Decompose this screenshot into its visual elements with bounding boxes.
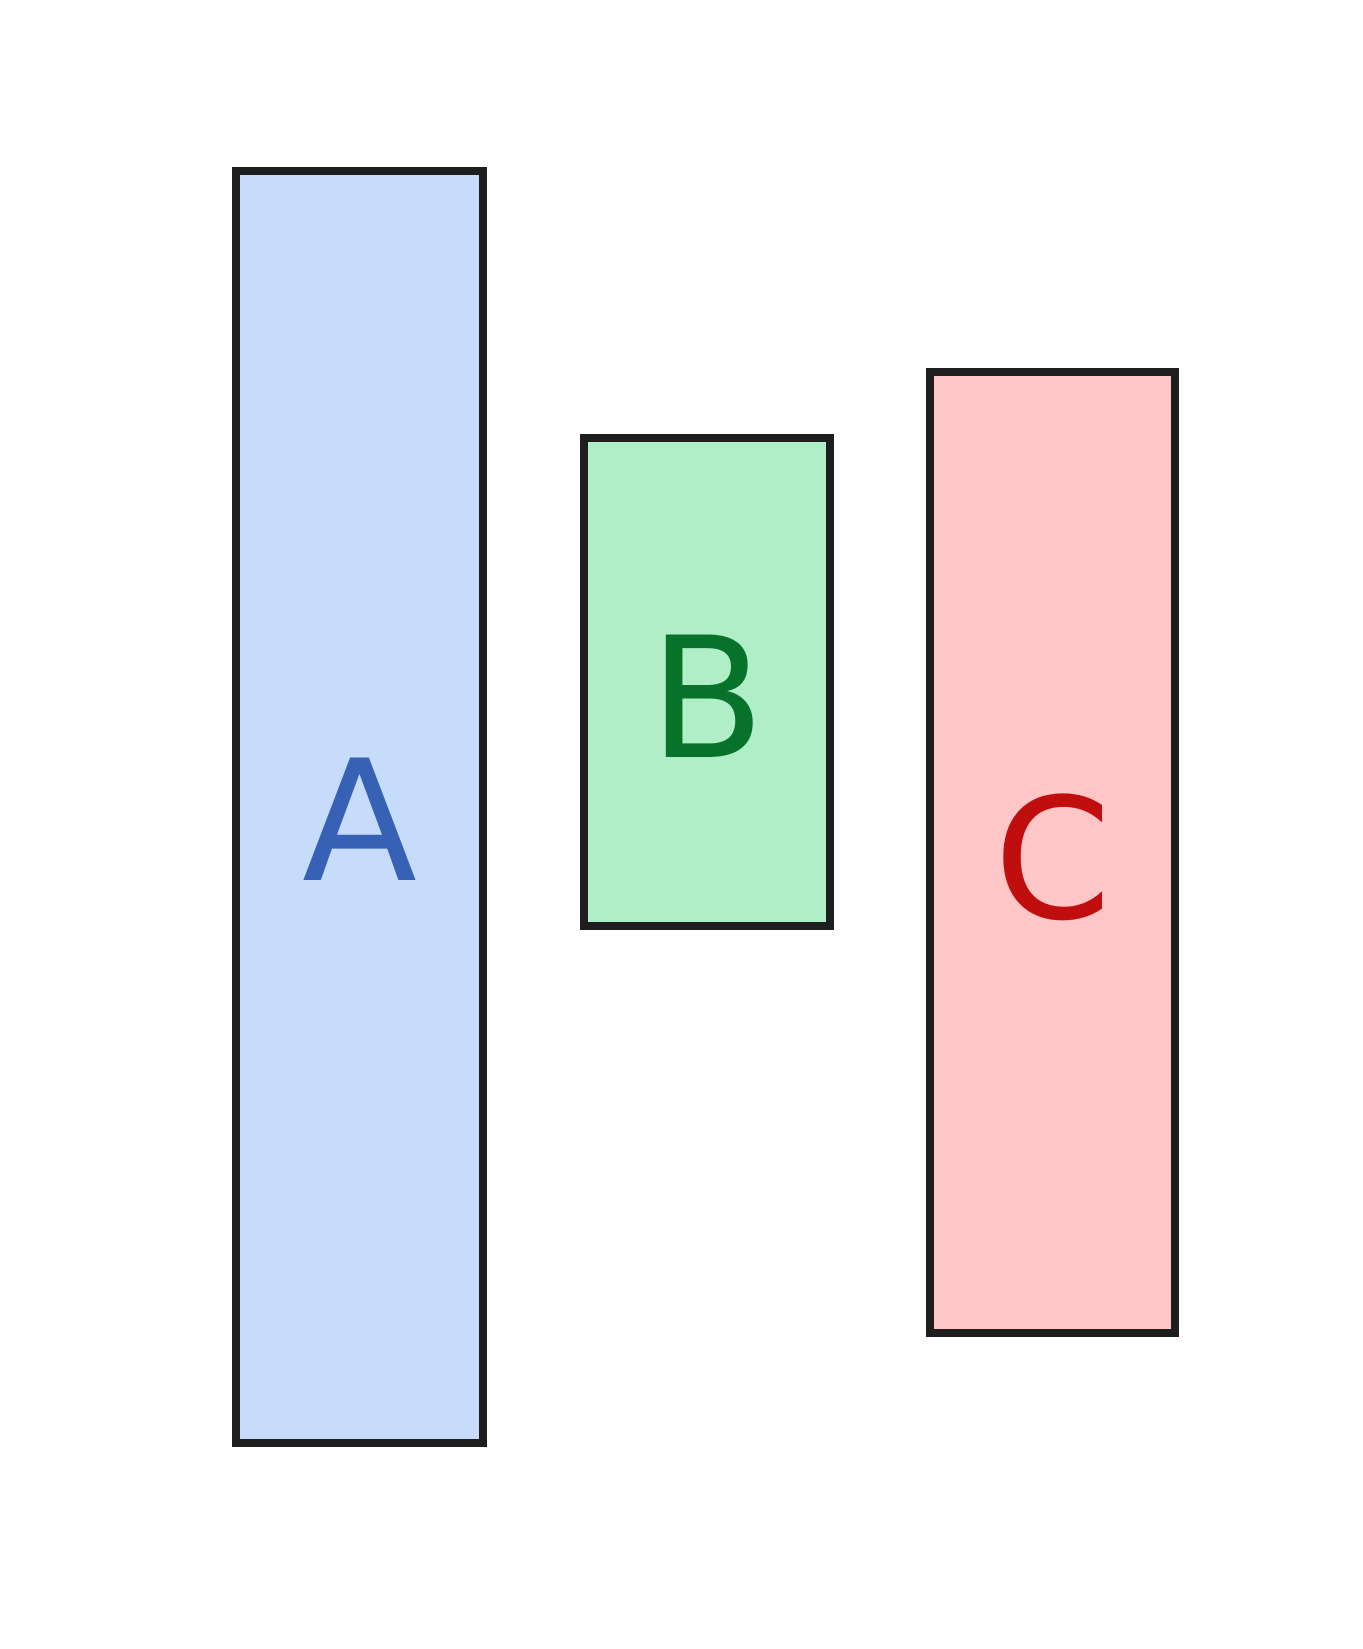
box-c-label: C (993, 762, 1112, 958)
box-b: B (580, 434, 834, 930)
box-a: A (232, 167, 487, 1447)
box-a-label: A (302, 724, 417, 920)
box-c: C (926, 368, 1179, 1337)
box-b-label: B (649, 601, 765, 797)
